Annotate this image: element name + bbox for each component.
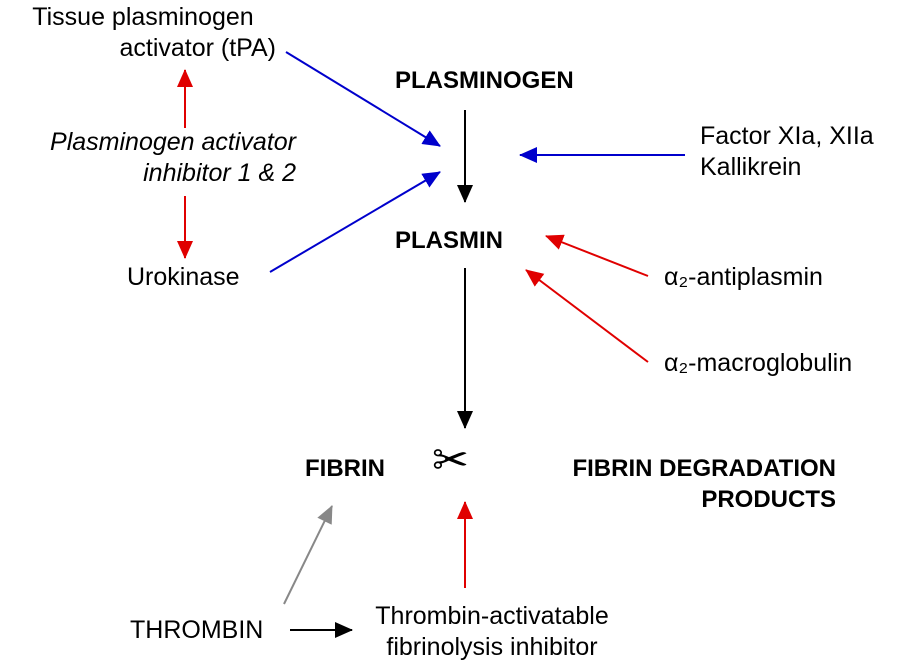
antiplasmin-inhibition-arrow — [545, 234, 649, 277]
thrombin-to-fibrin-arrow — [283, 505, 333, 605]
tafi-label: Thrombin-activatable fibrinolysis inhibi… — [375, 602, 609, 661]
tpa-activation-arrow — [285, 51, 441, 147]
antiplasmin-label: α₂-antiplasmin — [664, 263, 823, 291]
tpa-label: Tissue plasminogen activator (tPA) — [32, 3, 276, 62]
urokinase-activation-arrow — [269, 171, 441, 273]
fibrin-label: FIBRIN — [305, 455, 385, 482]
thrombin-label: THROMBIN — [130, 616, 264, 644]
plasminogen-label: PLASMINOGEN — [395, 67, 574, 94]
factors-label: Factor XIa, XIIa Kallikrein — [700, 122, 874, 181]
pai-label: Plasminogen activator inhibitor 1 & 2 — [50, 128, 296, 187]
macroglobulin-label: α₂-macroglobulin — [664, 349, 853, 377]
scissors-icon: ✂ — [432, 435, 469, 486]
macroglobulin-inhibition-arrow — [525, 269, 649, 363]
urokinase-label: Urokinase — [127, 263, 240, 291]
fdp-label: FIBRIN DEGRADATION PRODUCTS — [572, 455, 836, 513]
plasmin-label: PLASMIN — [395, 227, 503, 254]
